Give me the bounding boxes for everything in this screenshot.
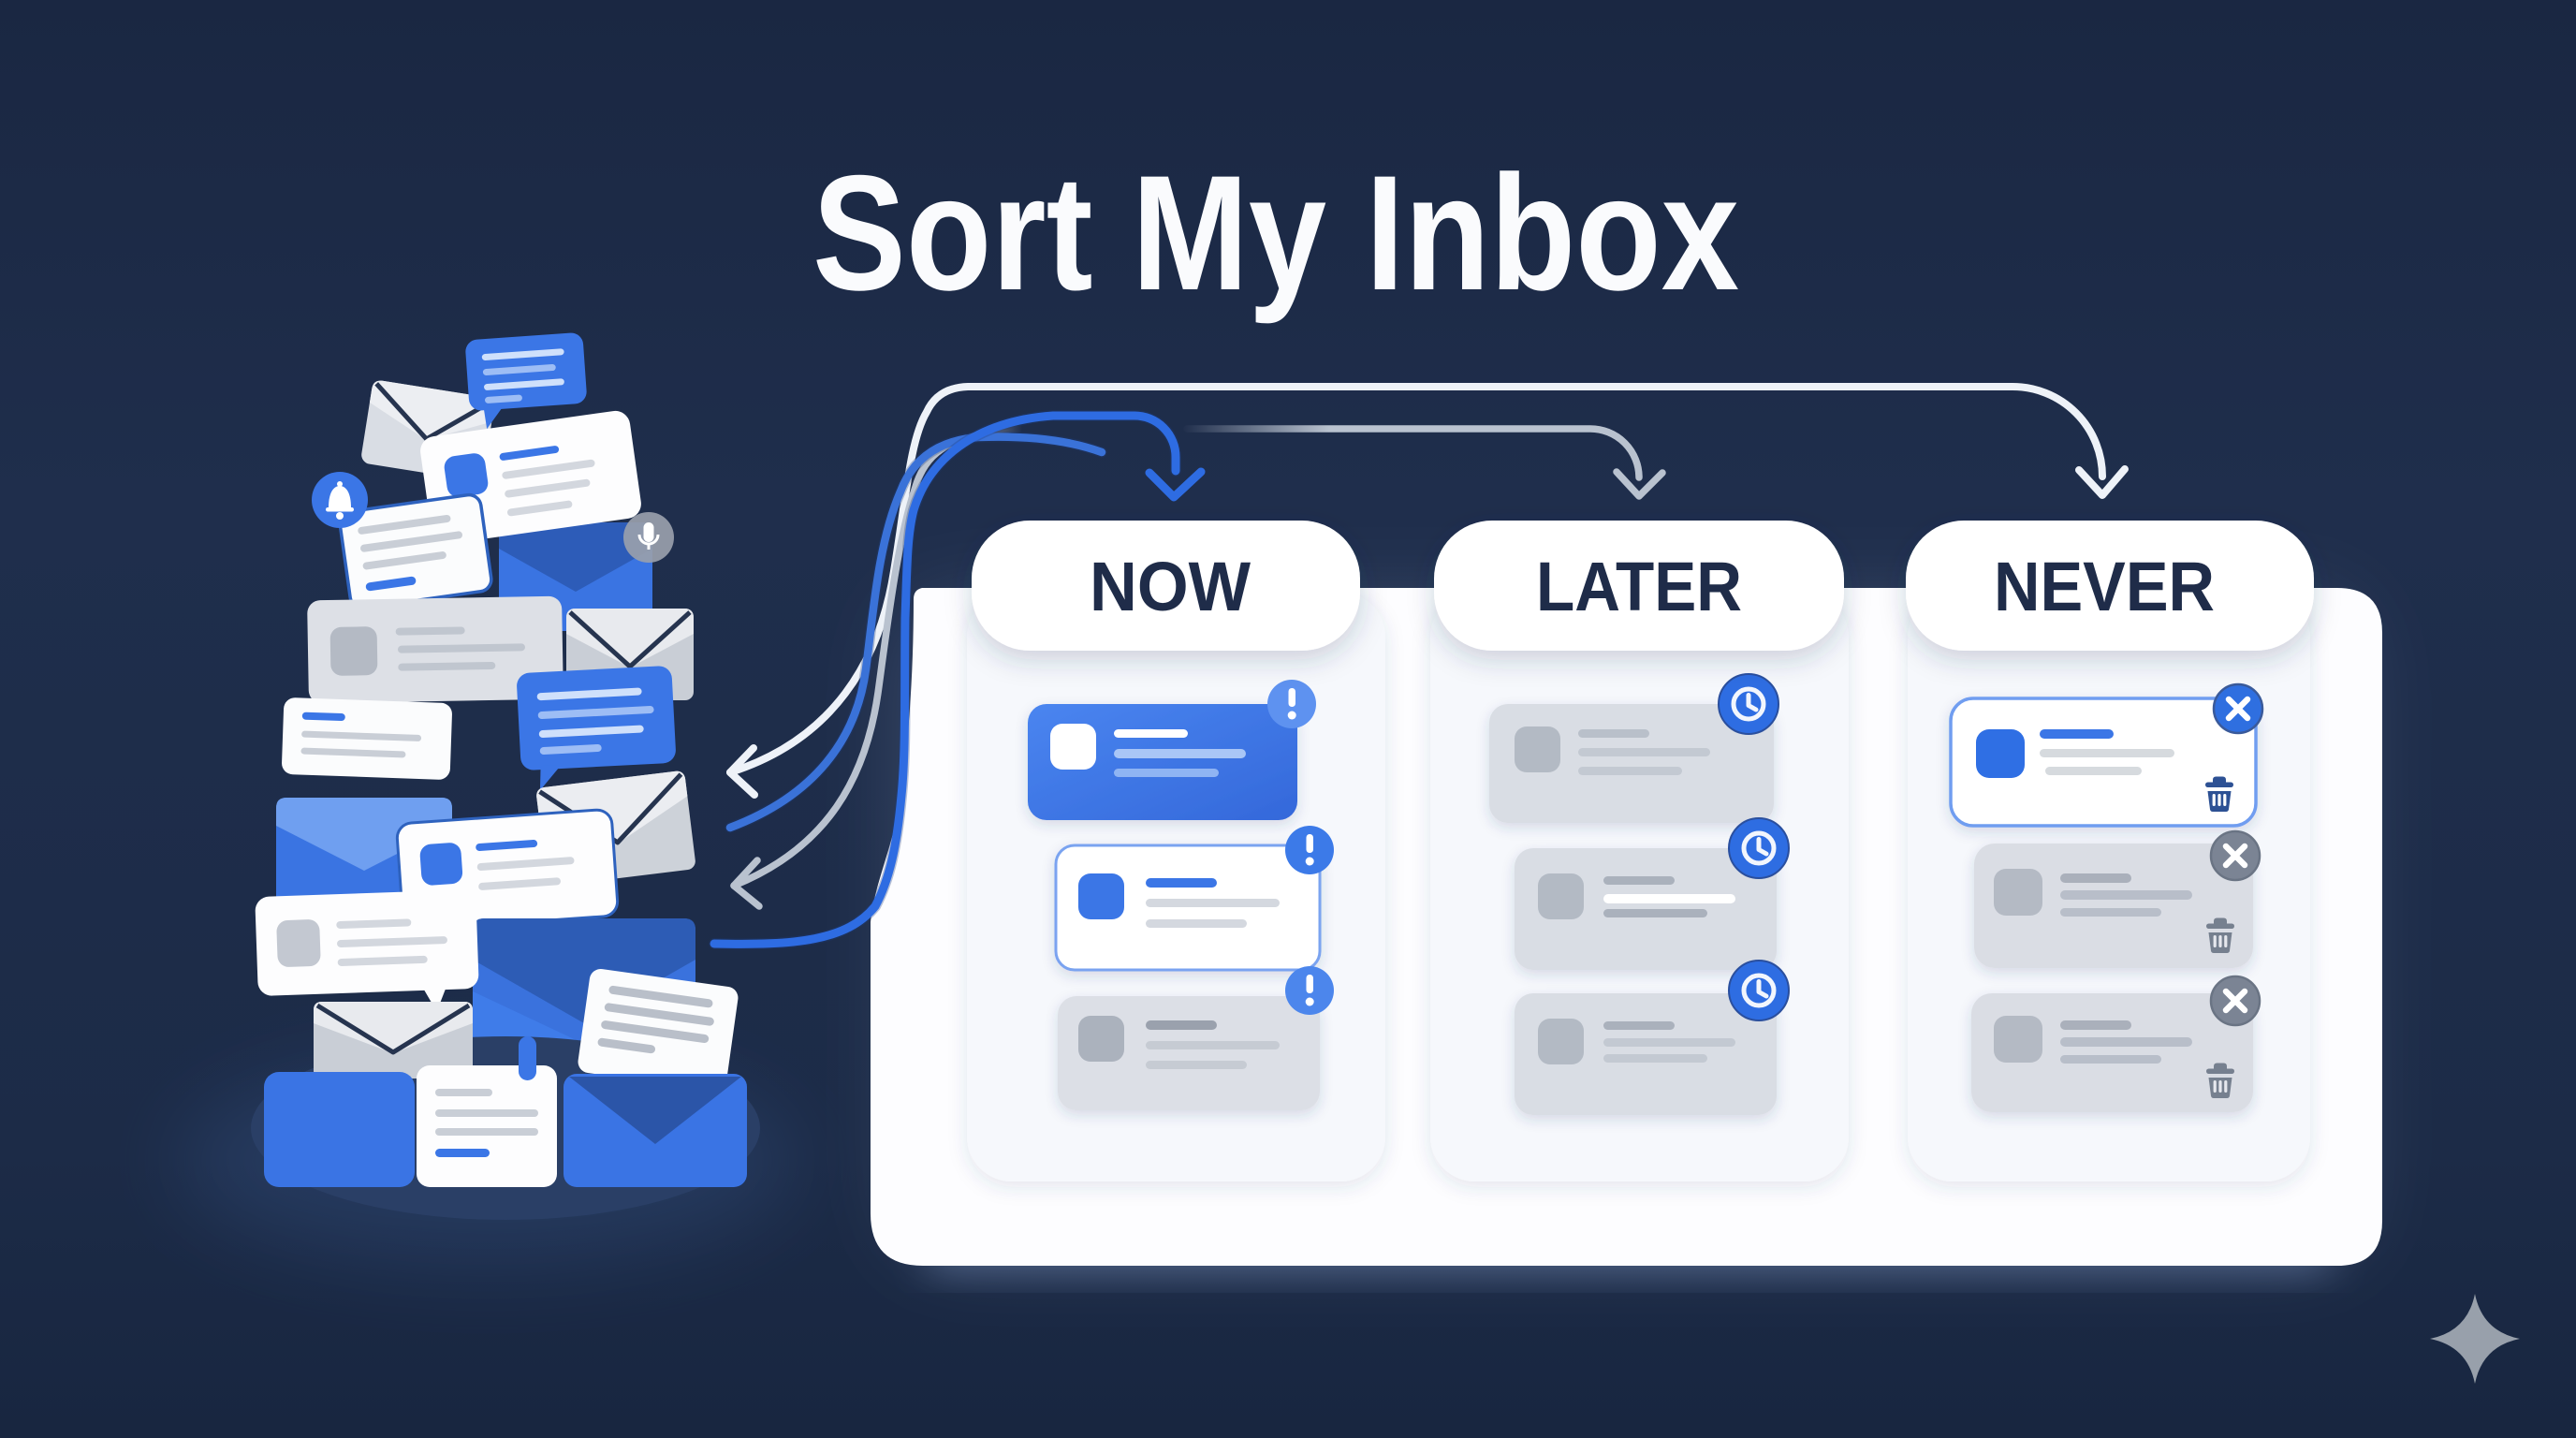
svg-text:Sort My Inbox: Sort My Inbox bbox=[812, 142, 1739, 325]
svg-text:NOW: NOW bbox=[1090, 548, 1251, 625]
svg-text:LATER: LATER bbox=[1536, 548, 1742, 625]
svg-text:NEVER: NEVER bbox=[1994, 548, 2215, 625]
